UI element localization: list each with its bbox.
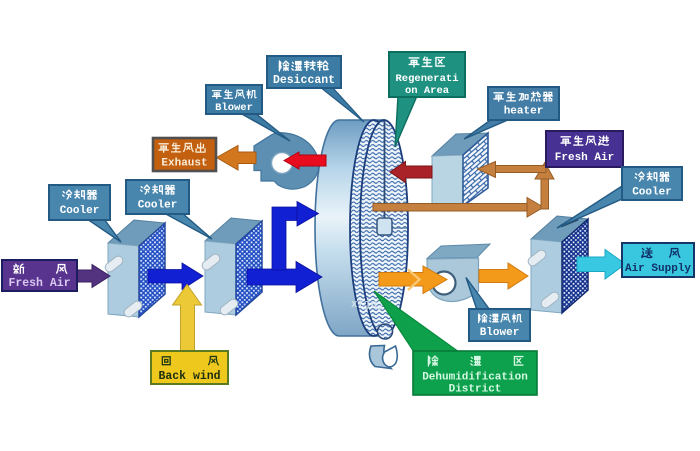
svg-text:Air Supply: Air Supply [625, 263, 691, 275]
svg-text:Cooler: Cooler [60, 205, 100, 217]
svg-text:on Area: on Area [405, 85, 450, 97]
svg-text:Fresh Air: Fresh Air [8, 277, 70, 290]
svg-text:Fresh Air: Fresh Air [555, 152, 614, 164]
svg-text:Exhaust: Exhaust [161, 158, 207, 170]
svg-text:Regenerati: Regenerati [395, 73, 458, 85]
svg-text:Blower: Blower [215, 102, 253, 114]
svg-text:heater: heater [504, 106, 544, 118]
svg-text:Back wind: Back wind [158, 370, 220, 383]
svg-text:Dehumidification: Dehumidification [422, 372, 528, 384]
svg-text:Cooler: Cooler [632, 187, 672, 199]
svg-text:Cooler: Cooler [138, 200, 178, 212]
svg-text:Blower: Blower [480, 327, 520, 339]
svg-text:Desiccant: Desiccant [273, 74, 335, 87]
svg-text:District: District [449, 384, 502, 396]
